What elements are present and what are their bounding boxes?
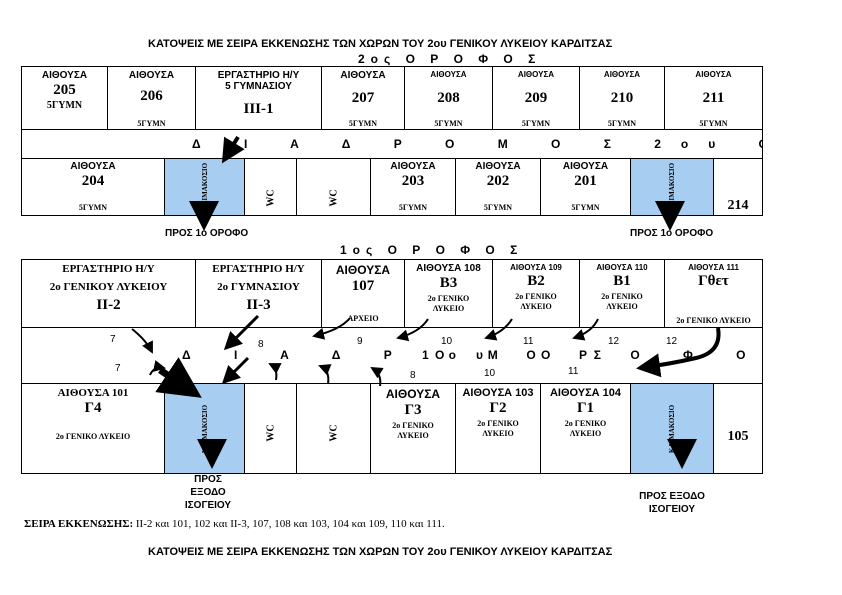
room-gamma-3: ΑΙΘΟΥΣΑ Γ3 2ο ΓΕΝΙΚΟ ΛΥΚΕΙΟ [370,383,456,474]
arrow-icon [484,318,513,341]
room-204: ΑΙΘΟΥΣΑ 204 5ΓΥΜΝ [21,158,165,216]
room-101: ΑΙΘΟΥΣΑ 101 Γ4 2ο ΓΕΝΙΚΟ ΛΥΚΕΙΟ [21,383,165,474]
lab-ii-3: ΕΡΓΑΣΤΗΡΙΟ Η/Υ 2ο ΓΥΜΝΑΣΙΟΥ ΙΙ-3 [195,259,322,328]
order-label: 7 [110,334,116,345]
arrow-icon [131,328,153,354]
room-109: ΑΙΘΟΥΣΑ 109 Β2 2ο ΓΕΝΙΚΟ ΛΥΚΕΙΟ [492,259,580,328]
room-211: ΑΙΘΟΥΣΑ 211 5ΓΥΜΝ [664,66,763,130]
arrow-icon [221,356,250,385]
order-label: 10 [441,336,453,347]
floor1-wc-2: WC [296,383,371,474]
arrow-icon [396,318,429,342]
room-210: ΑΙΘΟΥΣΑ 210 5ΓΥΜΝ [579,66,665,130]
arrow-icon [223,314,260,351]
page-title: ΚΑΤΟΨΕΙΣ ΜΕ ΣΕΙΡΑ ΕΚΚΕΝΩΣΗΣ ΤΩΝ ΧΩΡΩΝ ΤΟ… [148,38,613,50]
room-103: ΑΙΘΟΥΣΑ 103 Γ2 2ο ΓΕΝΙΚΟ ΛΥΚΕΙΟ [455,383,541,474]
room-104: ΑΙΘΟΥΣΑ 104 Γ1 2ο ΓΕΝΙΚΟ ΛΥΚΕΙΟ [540,383,631,474]
floor1-corridor-label-left: Δ Ι Α Δ Ρ Ο Μ Ο Σ [182,348,621,362]
order-label: 8 [258,339,264,350]
floor1-exit-right: ΠΡΟΣ ΕΞΟΔΟ ΙΣΟΓΕΙΟΥ [639,491,705,515]
room-105: 105 [713,383,763,474]
arrow-icon [636,327,721,378]
room-203: ΑΙΘΟΥΣΑ 203 5ΓΥΜΝ [370,158,456,216]
floor2-title: 2ος Ο Ρ Ο Φ Ο Σ [358,52,542,66]
floor1-exit-left: ΠΡΟΣ ΕΞΟΔΟ ΙΣΟΓΕΙΟΥ [184,474,232,511]
order-label: 11 [568,366,579,377]
arrow-icon [155,357,202,398]
room-107: ΑΙΘΟΥΣΑ 107 ΑΡΧΕΙΟ [321,259,405,328]
floor2-wc-2: WC [296,158,371,216]
arrow-icon [268,363,282,381]
footer-title: ΚΑΤΟΨΕΙΣ ΜΕ ΣΕΙΡΑ ΕΚΚΕΝΩΣΗΣ ΤΩΝ ΧΩΡΩΝ ΤΟ… [148,546,613,558]
room-202: ΑΙΘΟΥΣΑ 202 5ΓΥΜΝ [455,158,541,216]
order-label: 12 [608,336,620,347]
room-214: 214 [713,158,763,216]
lab-ii-2: ΕΡΓΑΣΤΗΡΙΟ Η/Υ 2ο ΓΕΝΙΚΟΥ ΛΥΚΕΙΟΥ ΙΙ-2 [21,259,196,328]
room-110: ΑΙΘΟΥΣΑ 110 Β1 2ο ΓΕΝΙΚΟ ΛΥΚΕΙΟ [579,259,665,328]
order-label: 10 [484,368,496,379]
room-208: ΑΙΘΟΥΣΑ 208 5ΓΥΜΝ [404,66,493,130]
floor2-exit-left: ΠΡΟΣ 1ο ΟΡΟΦΟ [165,228,249,239]
arrow-icon [312,317,351,340]
order-label: 9 [357,336,363,347]
order-label: 7 [115,363,121,374]
floor1-title: 1ος Ο Ρ Ο Φ Ο Σ [340,243,524,257]
room-207: ΑΙΘΟΥΣΑ 207 5ΓΥΜΝ [321,66,405,130]
floor2-wc-1: WC [244,158,297,216]
room-209: ΑΙΘΟΥΣΑ 209 5ΓΥΜΝ [492,66,580,130]
room-205: ΑΙΘΟΥΣΑ 205 5ΓΥΜΝ [21,66,108,130]
evacuation-order: ΣΕΙΡΑ ΕΚΚΕΝΩΣΗΣ: ΙΙ-2 και 101, 102 και Ι… [24,518,445,530]
floor1-corridor-label-right: 1ου Ο Ρ Ο Φ Ο Υ [422,348,763,362]
room-201: ΑΙΘΟΥΣΑ 201 5ΓΥΜΝ [540,158,631,216]
order-label: 12 [666,336,678,347]
order-label: 8 [410,370,416,381]
arrow-icon [318,364,332,385]
arrow-icon [370,366,384,387]
room-206: ΑΙΘΟΥΣΑ 206 5ΓΥΜΝ [107,66,196,130]
floor2-corridor-label: Δ Ι Α Δ Ρ Ο Μ Ο Σ 2ου Ο Ρ Ο Φ Ο Υ [192,137,762,151]
order-label: 11 [523,336,534,347]
floor2-exit-right: ΠΡΟΣ 1ο ΟΡΟΦΟ [630,228,714,239]
arrow-icon [221,135,245,164]
floor2-corridor: Δ Ι Α Δ Ρ Ο Μ Ο Σ 2ου Ο Ρ Ο Φ Ο Υ [21,129,763,159]
arrow-icon [572,318,599,341]
